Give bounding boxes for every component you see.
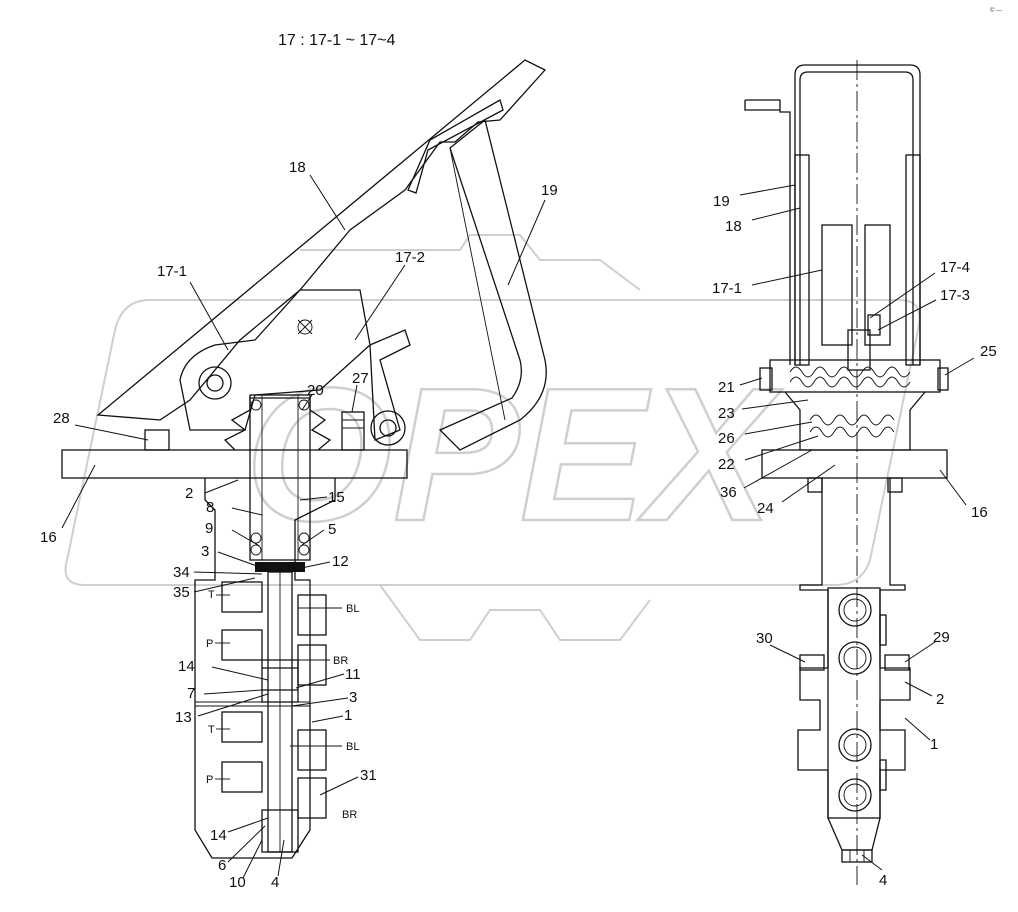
label-7: 7: [187, 685, 195, 702]
right-side-view: 19 18 17-1 17-4 17-3 25 21 23 26 22 36 2…: [712, 60, 997, 889]
label-r22: 22: [718, 456, 735, 473]
port-p-upper: P: [206, 638, 213, 650]
label-9: 9: [205, 520, 213, 537]
label-34: 34: [173, 564, 190, 581]
label-r25: 25: [980, 343, 997, 360]
label-r17-4: 17-4: [940, 259, 970, 276]
label-31: 31: [360, 767, 377, 784]
watermark-logo: OPEX: [64, 234, 921, 641]
label-r1: 1: [930, 736, 938, 753]
label-10: 10: [229, 874, 246, 891]
label-3: 3: [201, 543, 209, 560]
label-r17-1: 17-1: [712, 280, 742, 297]
label-6: 6: [218, 857, 226, 874]
port-t-lower: T: [208, 724, 215, 736]
label-r21: 21: [718, 379, 735, 396]
label-3b: 3: [349, 689, 357, 706]
label-27: 27: [352, 370, 369, 387]
port-bl-upper: BL: [346, 603, 359, 615]
figure-caption: 17 : 17-1 ~ 17~4: [278, 32, 396, 49]
label-r26: 26: [718, 430, 735, 447]
label-r23: 23: [718, 405, 735, 422]
label-17-2: 17-2: [395, 249, 425, 266]
corner-mark: © ---: [990, 7, 1002, 14]
label-19: 19: [541, 182, 558, 199]
label-14b: 14: [210, 827, 227, 844]
label-r17-3: 17-3: [940, 287, 970, 304]
watermark-text: OPEX: [245, 349, 783, 561]
label-12: 12: [332, 553, 349, 570]
port-br-lower: BR: [342, 809, 357, 821]
port-br-upper: BR: [333, 655, 348, 667]
label-35: 35: [173, 584, 190, 601]
label-13: 13: [175, 709, 192, 726]
port-p-lower: P: [206, 774, 213, 786]
label-r19: 19: [713, 193, 730, 210]
label-r4: 4: [879, 872, 887, 889]
label-18: 18: [289, 159, 306, 176]
label-16: 16: [40, 529, 57, 546]
label-r18: 18: [725, 218, 742, 235]
label-r29: 29: [933, 629, 950, 646]
label-2: 2: [185, 485, 193, 502]
label-8: 8: [206, 499, 214, 516]
port-t-upper: T: [208, 589, 215, 601]
label-4: 4: [271, 874, 279, 891]
label-15: 15: [328, 489, 345, 506]
label-r16: 16: [971, 504, 988, 521]
label-r30: 30: [756, 630, 773, 647]
label-r24: 24: [757, 500, 774, 517]
label-11: 11: [345, 666, 361, 683]
label-14: 14: [178, 658, 195, 675]
label-5: 5: [328, 521, 336, 538]
port-bl-lower: BL: [346, 741, 359, 753]
label-17-1: 17-1: [157, 263, 187, 280]
left-side-view: T P BL BR T P BL BR: [40, 59, 558, 891]
label-r36: 36: [720, 484, 737, 501]
label-r2: 2: [936, 691, 944, 708]
label-28: 28: [53, 410, 70, 427]
label-1: 1: [344, 707, 352, 724]
label-20: 20: [307, 382, 324, 399]
